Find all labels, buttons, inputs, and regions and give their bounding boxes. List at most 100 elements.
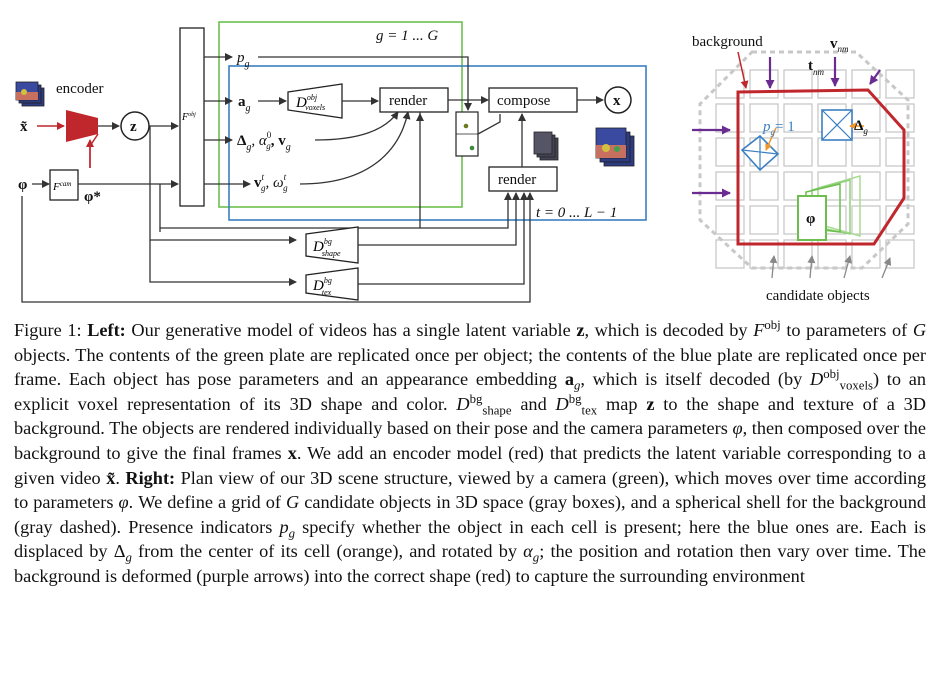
present-object-2 [821,109,864,141]
candidate-cell [851,239,881,269]
x-output-node [604,86,632,114]
compose-label: compose [497,93,551,109]
candidate-cell [817,239,847,269]
caption-text: objects. The contents of the green plate… [14,344,926,390]
blue-plate-label: t = 0 ... L − 1 [536,205,617,221]
caption-sup: obj [764,317,781,332]
caption-right-bold: Right: [125,467,176,488]
fobj-label: Fobj [181,112,196,123]
caption-text: from the center of its cell (orange), an… [131,541,524,562]
caption-math: φ [732,418,743,439]
caption-sub: voxels [839,378,873,393]
candidate-cell [715,205,745,235]
caption-text: . [115,467,126,488]
x-output-label: x [613,93,621,109]
caption-sub: tex [581,403,598,418]
caption-text: , which is decoded by [584,320,754,340]
input-video-stack-icon [15,81,45,107]
candidate-cell [885,171,915,201]
caption-left-bold: Left: [87,320,126,340]
v-nm-label: vnm [830,36,849,54]
candidate-cell [749,103,779,133]
candidate-cell [817,137,847,167]
present-object-1 [740,127,780,172]
phi-star-label: φ* [84,189,101,205]
fcam-label: Fcam [52,180,71,193]
fobj-box [179,27,205,207]
encoder-trapezoid [66,110,98,142]
caption-text: ) to an explicit voxel representation of… [14,369,926,414]
pg-label: pg [236,50,250,70]
caption-text: candidate objects in 3D space (gray boxe… [14,492,926,537]
caption-math: p [279,516,289,537]
caption-math: φ [118,492,129,513]
candidate-cell [851,137,881,167]
candidate-cell [851,171,881,201]
caption-math: G [912,320,927,340]
caption-math: G [286,492,300,513]
render-label-2: render [498,172,536,188]
delta-g-label: Δg [854,118,868,136]
caption-math: z [646,393,655,414]
fcam-box [49,169,79,201]
caption-sub: g [125,551,132,565]
caption-text: map [597,393,647,414]
caption-math: Δ [113,541,126,562]
pg-eq-label: pg= 1 [762,119,795,137]
candidate-cell [715,171,745,201]
caption-sub: g [573,378,581,393]
caption-math: D [810,369,824,390]
x-tilde-label: x̃ [20,119,28,135]
render-label-1: render [389,93,427,109]
caption-text: to parameters of [780,320,913,340]
candidate-cell [715,137,745,167]
caption-text: Our generative model of videos has a sin… [125,320,577,340]
caption-sub: g [288,526,296,541]
figure-caption: Figure 1: Left: Our generative model of … [14,318,926,589]
caption-math: F [753,320,765,340]
d-shape-trapezoid [305,226,359,264]
caption-math: α [523,541,533,562]
caption-text: specify whether the object in each cell … [14,516,926,562]
camera-icon [797,175,861,241]
caption-text: ; the position and rotation then vary ov… [14,541,926,586]
encoder-label: encoder [56,81,103,97]
phi-label: φ [18,177,27,193]
compose-box [488,87,578,113]
caption-prefix: Figure 1: [14,320,88,340]
caption-sub: g [532,551,540,565]
caption-text: and [511,393,556,414]
render-box-1 [379,87,449,113]
caption-math: D [456,393,470,414]
candidate-cell [783,103,813,133]
output-frames-stack-icon [595,127,635,167]
d-voxels-trapezoid [287,83,343,119]
caption-text: , which is itself decoded (by [580,369,810,390]
candidate-cell [749,69,779,99]
candidate-cell [715,103,745,133]
caption-text: . We define a grid of [128,492,287,513]
caption-math: a [564,369,574,390]
caption-math: z [576,320,585,340]
caption-math: x [287,442,297,463]
caption-text: Plan view of our 3D scene structure, vie… [14,467,927,513]
caption-sup: bg [568,391,582,406]
candidate-cell [851,205,881,235]
z-label: z [130,119,137,135]
figure-1-diagram: g = 1 ... G t = 0 ... L − 1 x̃ encoder z… [15,21,915,304]
candidate-cell [783,137,813,167]
ag-label: ag [238,94,251,114]
candidate-cell [885,103,915,133]
candidate-cell [851,69,881,99]
candidate-cell [749,205,779,235]
candidate-grid [715,69,915,269]
caption-text: , then composed over the background to g… [14,418,926,463]
candidate-cell [817,171,847,201]
caption-text: to the shape and texture of a 3D backgro… [14,393,927,439]
render-box-2 [488,166,558,192]
deformation-arrows [692,57,881,198]
